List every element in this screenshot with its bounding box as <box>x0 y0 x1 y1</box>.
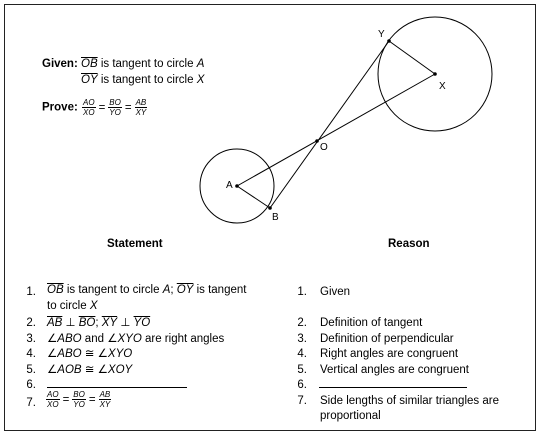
statement-6-blank <box>47 377 187 391</box>
statement-number-1: 1. <box>26 286 36 298</box>
statement-number-3: 3. <box>26 333 36 345</box>
point-a <box>235 184 239 188</box>
reason-number-3: 3. <box>297 333 307 345</box>
reason-1: Given <box>320 286 351 298</box>
statement-2: AB ⊥ BO; XY ⊥ YO <box>47 317 151 329</box>
label-o: O <box>320 142 328 153</box>
label-a: A <box>226 180 233 191</box>
statement-1-line-1: OB is tangent to circle A; OY is tangent <box>47 284 247 296</box>
statement-number-5: 5. <box>26 364 36 376</box>
given-line-1: Given: OB is tangent to circle A <box>42 58 204 70</box>
label-x: X <box>439 81 446 92</box>
point-o <box>315 139 319 143</box>
statement-number-7: 7. <box>26 397 36 409</box>
statement-4: ∠ABO ≅ ∠XYO <box>47 348 133 360</box>
statement-3: ∠ABO and ∠XYO are right angles <box>47 333 225 345</box>
circle-a-name: A <box>196 58 205 70</box>
reason-number-1: 1. <box>297 286 307 298</box>
point-b <box>268 206 272 210</box>
given-text-2: is tangent to circle <box>97 74 197 86</box>
label-y: Y <box>378 29 385 40</box>
reason-5: Vertical angles are congruent <box>320 364 469 376</box>
reason-number-5: 5. <box>297 364 307 376</box>
segment-xy <box>388 40 436 75</box>
reason-number-6: 6. <box>297 379 307 391</box>
circle-x-name: X <box>196 74 205 86</box>
reason-number-2: 2. <box>297 317 307 329</box>
proof-frame <box>4 4 536 431</box>
given-text-1: is tangent to circle <box>97 58 197 70</box>
circle-a <box>199 148 275 224</box>
statement-5: ∠AOB ≅ ∠XOY <box>47 364 133 376</box>
reason-3: Definition of perpendicular <box>320 333 454 345</box>
reason-7-line-1: Side lengths of similar triangles are <box>320 395 499 407</box>
reason-header: Reason <box>388 238 430 250</box>
segment-yb <box>269 40 390 209</box>
segment-xa <box>236 73 436 187</box>
statement-number-6: 6. <box>26 379 36 391</box>
reason-number-7: 7. <box>297 395 307 407</box>
point-x <box>433 72 437 76</box>
segment-ob: OB <box>81 58 98 70</box>
point-y <box>387 39 391 43</box>
statement-number-2: 2. <box>26 317 36 329</box>
label-b: B <box>272 212 279 223</box>
reason-2: Definition of tangent <box>320 317 423 329</box>
statement-1-line-2: to circle X <box>47 300 98 312</box>
given-label: Given: <box>42 58 78 70</box>
statement-number-4: 4. <box>26 348 36 360</box>
segment-ab <box>236 185 271 209</box>
statement-header: Statement <box>107 238 163 250</box>
segment-oy: OY <box>81 74 98 86</box>
reason-number-4: 4. <box>297 348 307 360</box>
reason-7-line-2: proportional <box>320 410 381 422</box>
reason-6-blank <box>319 377 467 391</box>
circle-x <box>377 16 493 132</box>
reason-4: Right angles are congruent <box>320 348 459 360</box>
given-line-2: OY is tangent to circle X <box>81 74 204 86</box>
prove-label: Prove: <box>42 101 78 114</box>
